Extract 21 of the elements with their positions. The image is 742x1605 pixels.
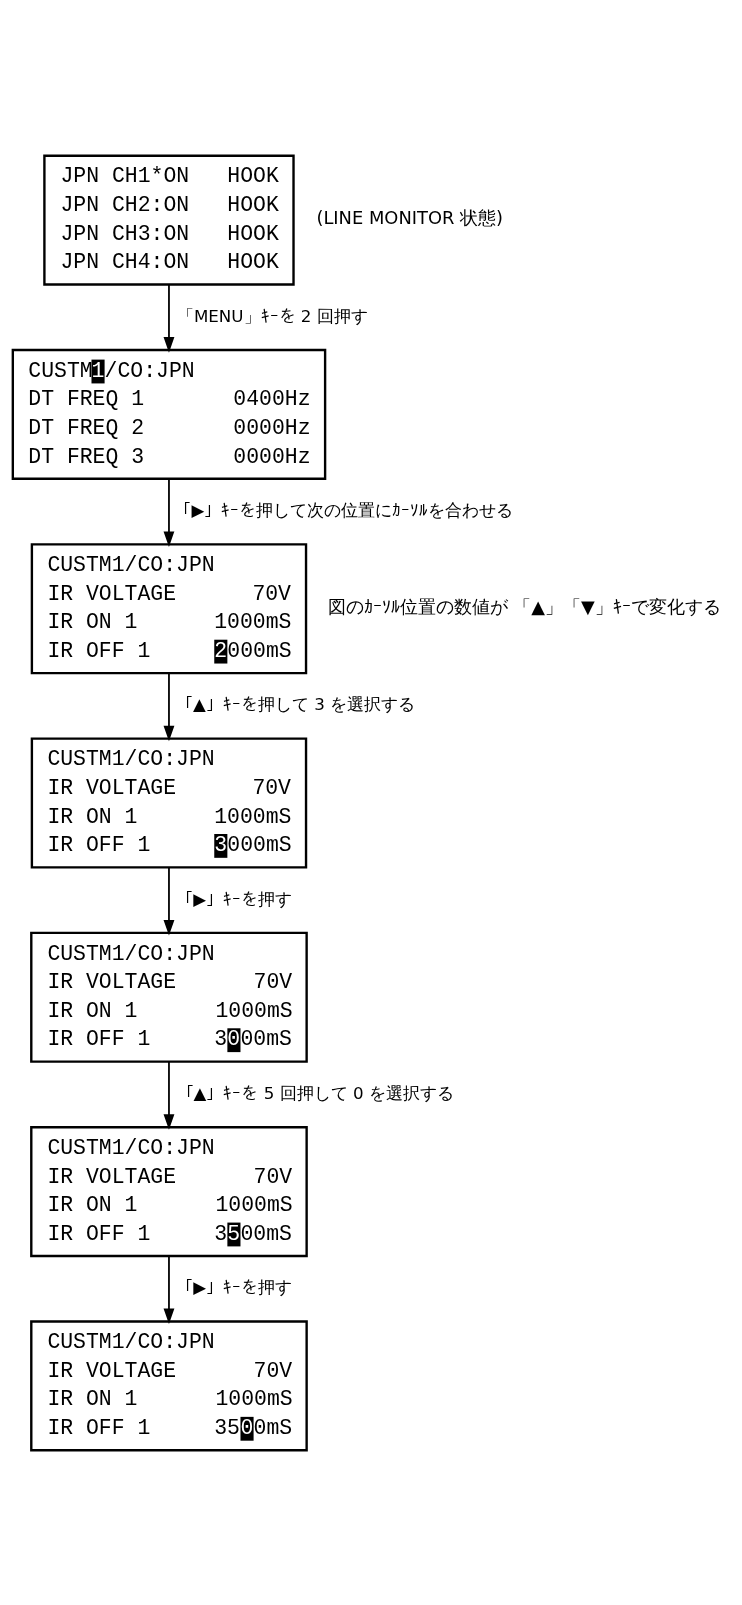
arrow bbox=[163, 477, 175, 547]
node-box: CUSTM1/CO:JPN IR VOLTAGE 70V IR ON 1 1000mS IR OFF 1 3000mS bbox=[30, 931, 308, 1063]
arrow bbox=[163, 283, 175, 353]
arrow bbox=[163, 866, 175, 935]
edge-label: 「▲」ｷｰを 5 回押して 0 を選択する bbox=[176, 1083, 454, 1103]
edge-label: 「▲」ｷｰを押して 3 を選択する bbox=[176, 694, 416, 714]
node-label: (LINE MONITOR 状態) bbox=[316, 206, 504, 228]
arrow bbox=[163, 1254, 175, 1324]
edge-label: 「▶」ｷｰを押して次の位置にｶｰｿﾙを合わせる bbox=[174, 500, 514, 520]
arrow bbox=[163, 1060, 175, 1130]
arrow bbox=[163, 671, 175, 741]
edge-label: 「MENU」ｷｰを 2 回押す bbox=[176, 306, 368, 326]
node-box: CUSTM1/CO:JPN IR VOLTAGE 70V IR ON 1 1000mS IR OFF 1 3500mS bbox=[30, 1125, 308, 1257]
edge-label: 「▶」ｷｰを押す bbox=[176, 889, 293, 909]
node-box: JPN CH1*ON HOOK JPN CH2:ON HOOK JPN CH3:ON HOOK JPN CH4:ON HOOK bbox=[43, 154, 295, 286]
edge-label: 「▶」ｷｰを押す bbox=[176, 1277, 293, 1297]
node-box: CUSTM1/CO:JPN DT FREQ 1 0400Hz DT FREQ 2 0000Hz DT FREQ 3 0000Hz bbox=[11, 348, 327, 480]
node-box: CUSTM1/CO:JPN IR VOLTAGE 70V IR ON 1 1000mS IR OFF 1 2000mS bbox=[30, 542, 308, 674]
node-label: 図のｶｰｿﾙ位置の数値が 「▲」「▼」ｷｰで変化する bbox=[327, 595, 721, 617]
node-box: CUSTM1/CO:JPN IR VOLTAGE 70V IR ON 1 1000mS IR OFF 1 3000mS bbox=[30, 736, 308, 869]
node-box: CUSTM1/CO:JPN IR VOLTAGE 70V IR ON 1 1000mS IR OFF 1 3500mS bbox=[30, 1319, 308, 1451]
